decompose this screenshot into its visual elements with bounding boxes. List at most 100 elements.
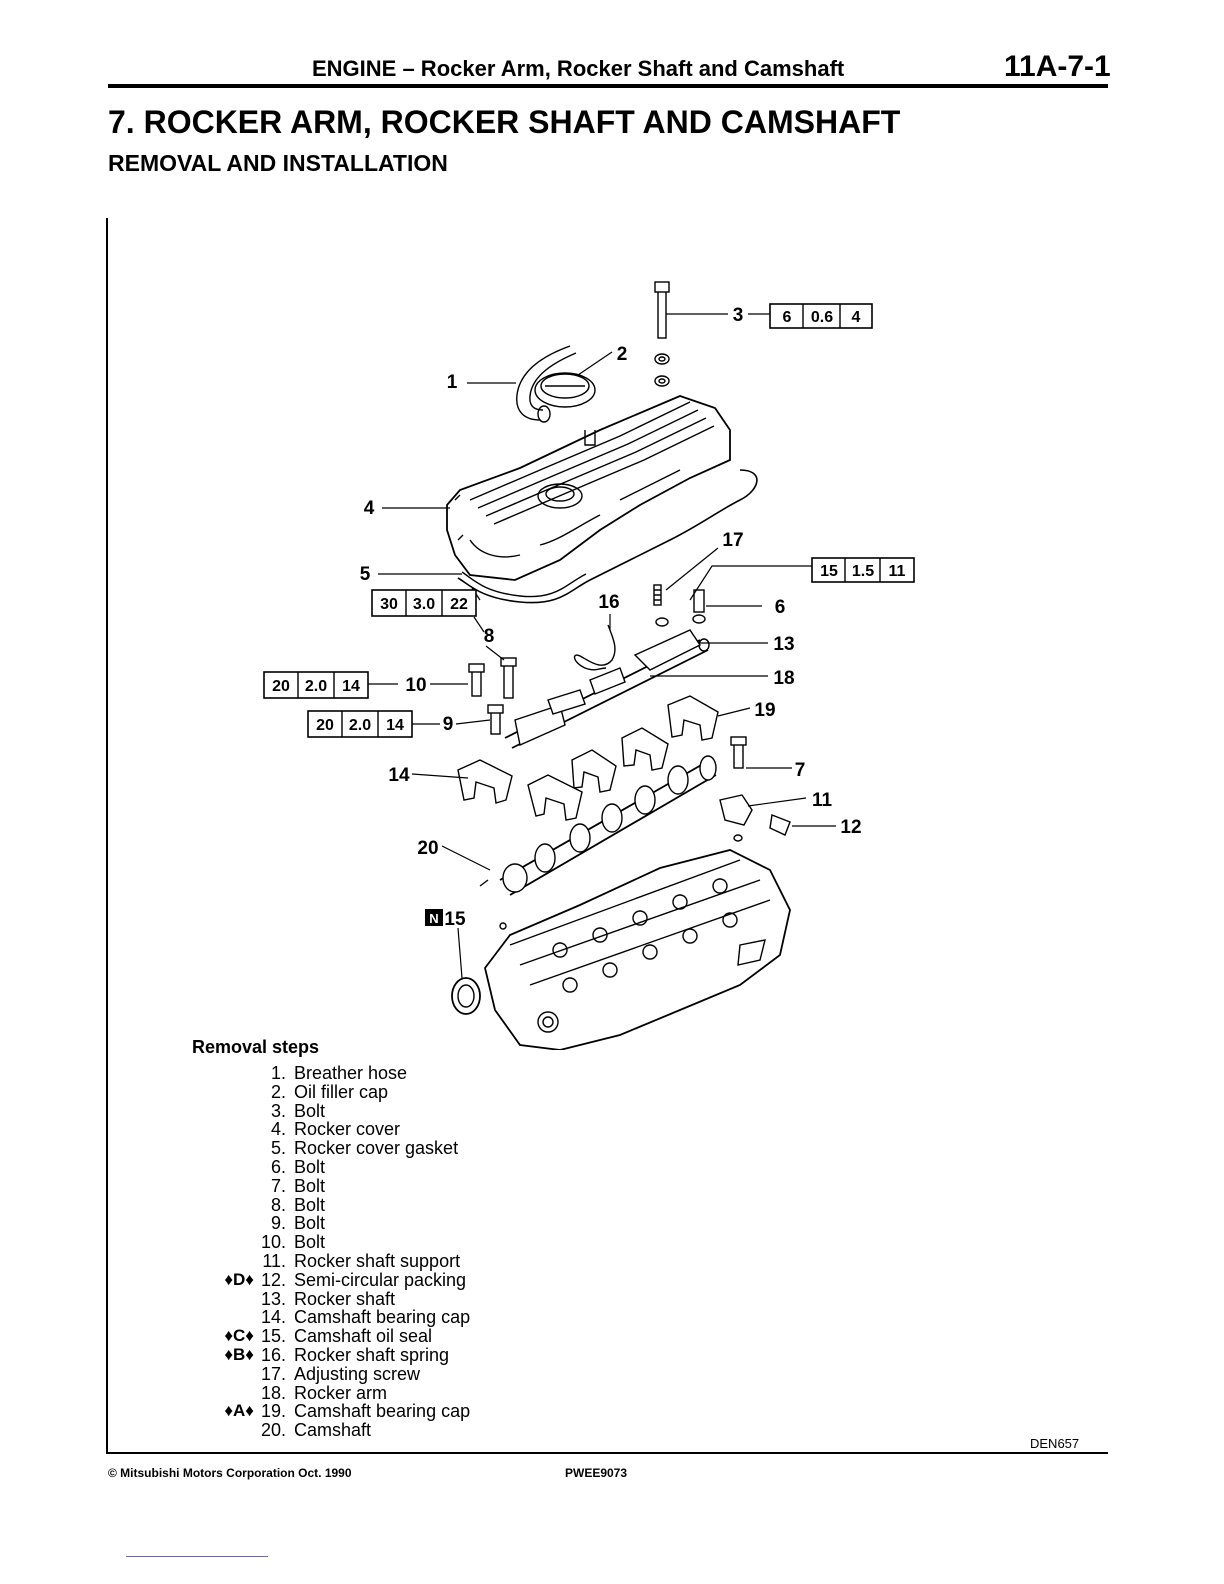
running-header-title: ENGINE – Rocker Arm, Rocker Shaft and Ca… (312, 56, 845, 81)
step-number: 15. (260, 1326, 286, 1347)
breather-hose-drawing (516, 345, 577, 423)
callout-8: 8 (484, 626, 495, 647)
callout-9: 9 (443, 714, 454, 735)
step-label: Rocker shaft spring (294, 1344, 450, 1365)
torque-value: 2.0 (305, 678, 327, 695)
callout-10: 10 (405, 675, 426, 696)
callout-12: 12 (840, 817, 861, 838)
page-number: 11A-7-1 (1004, 50, 1111, 83)
callout-17: 17 (722, 530, 743, 551)
step-label: Semi-circular packing (294, 1269, 467, 1290)
step-label: Camshaft bearing cap (294, 1307, 471, 1328)
section-title: 7. ROCKER ARM, ROCKER SHAFT AND CAMSHAFT (108, 104, 901, 140)
callout-2: 2 (617, 344, 628, 365)
torque-value: 3.0 (413, 596, 435, 613)
step-number: 17. (260, 1363, 286, 1384)
step-label: Bolt (294, 1156, 326, 1177)
torque-spec-3: 6 0.6 4 (769, 303, 873, 329)
step-number: 10. (260, 1232, 286, 1253)
callout-18: 18 (773, 668, 794, 689)
footer-copyright: © Mitsubishi Motors Corporation Oct. 199… (108, 1466, 352, 1480)
step-number: 16. (260, 1344, 286, 1365)
step-number: 18. (260, 1382, 286, 1403)
section-subtitle: REMOVAL AND INSTALLATION (108, 150, 448, 176)
step-label: Bolt (294, 1100, 326, 1121)
step-number: 6. (270, 1156, 286, 1177)
callout-3: 3 (733, 305, 744, 326)
torque-spec-8: 30 3.0 22 (371, 589, 477, 617)
oil-filler-cap-drawing (534, 372, 596, 408)
header-rule (108, 84, 1108, 88)
torque-value: 22 (450, 596, 468, 613)
callout-1: 1 (447, 372, 458, 393)
installation-mark: ♦A♦ (224, 1401, 254, 1421)
step-number: 11. (262, 1250, 286, 1271)
camshaft-drawing (479, 755, 717, 896)
step-label: Rocker arm (294, 1382, 388, 1403)
rocker-cover-gasket-drawing (457, 469, 758, 604)
step-number: 19. (260, 1401, 286, 1422)
torque-value: 14 (386, 717, 404, 734)
exploded-view-diagram: 6 0.6 4 15 1.5 11 30 3.0 22 20 2.0 14 20… (263, 281, 915, 1050)
step-number: 9. (270, 1213, 286, 1234)
step-number: 3. (270, 1100, 286, 1121)
step-label: Oil filler cap (294, 1081, 389, 1102)
step-number: 2. (270, 1081, 286, 1102)
torque-value: 20 (272, 678, 290, 695)
torque-value: 14 (342, 678, 360, 695)
torque-value: 2.0 (349, 717, 371, 734)
torque-value: 11 (889, 563, 906, 580)
new-part-badge: N (429, 911, 438, 926)
step-label: Bolt (294, 1175, 326, 1196)
callout-14: 14 (388, 765, 410, 786)
adjusting-screw-drawing (653, 584, 662, 606)
step-number: 14. (260, 1307, 286, 1328)
step-label: Bolt (294, 1232, 326, 1253)
installation-mark: ♦C♦ (224, 1326, 254, 1346)
step-number: 5. (270, 1138, 286, 1159)
step-label: Breather hose (294, 1063, 408, 1083)
step-label: Rocker cover gasket (294, 1138, 459, 1159)
callout-20: 20 (417, 838, 438, 859)
bearing-caps-drawing (457, 695, 719, 821)
bottom-divider (126, 1556, 268, 1557)
figure-frame-bottom (106, 1452, 1108, 1454)
step-number: 12. (260, 1269, 286, 1290)
step-number: 20. (260, 1420, 286, 1441)
torque-spec-9: 20 2.0 14 (307, 710, 413, 738)
figure-code: DEN657 (1030, 1436, 1080, 1451)
step-label: Camshaft oil seal (294, 1326, 433, 1347)
step-number: 8. (270, 1194, 286, 1215)
step-number: 7. (270, 1175, 286, 1196)
footer-document-code: PWEE9073 (565, 1466, 628, 1480)
step-label: Camshaft (294, 1420, 372, 1441)
rocker-cover-drawing (446, 395, 731, 581)
callout-16: 16 (598, 592, 619, 613)
torque-value: 15 (820, 563, 838, 580)
torque-value: 0.6 (811, 309, 833, 326)
rocker-arms-drawing (514, 629, 702, 746)
callout-7: 7 (795, 760, 806, 781)
installation-mark: ♦D♦ (224, 1269, 254, 1289)
callout-15: 15 (444, 909, 466, 930)
bolt-3-drawing (654, 281, 670, 387)
torque-value: 4 (852, 309, 861, 326)
camshaft-oil-seal-drawing (451, 977, 481, 1015)
rocker-shaft-spring-drawing (573, 624, 616, 671)
step-number: 1. (270, 1063, 286, 1083)
cylinder-head-drawing (484, 849, 791, 1050)
step-label: Bolt (294, 1213, 326, 1234)
bolt-6-drawing (655, 589, 706, 627)
removal-steps-heading: Removal steps (192, 1037, 320, 1057)
callout-19: 19 (754, 700, 775, 721)
figure-frame-left (106, 218, 108, 1454)
step-label: Camshaft bearing cap (294, 1401, 471, 1422)
torque-value: 20 (316, 717, 334, 734)
callout-5: 5 (360, 564, 371, 585)
callout-15-new-part: N 15 (425, 909, 466, 930)
step-label: Rocker shaft support (294, 1250, 461, 1271)
bolts-8-10-9-drawing (468, 657, 517, 735)
step-label: Rocker cover (294, 1119, 401, 1140)
step-number: 13. (260, 1288, 286, 1309)
step-label: Bolt (294, 1194, 326, 1215)
